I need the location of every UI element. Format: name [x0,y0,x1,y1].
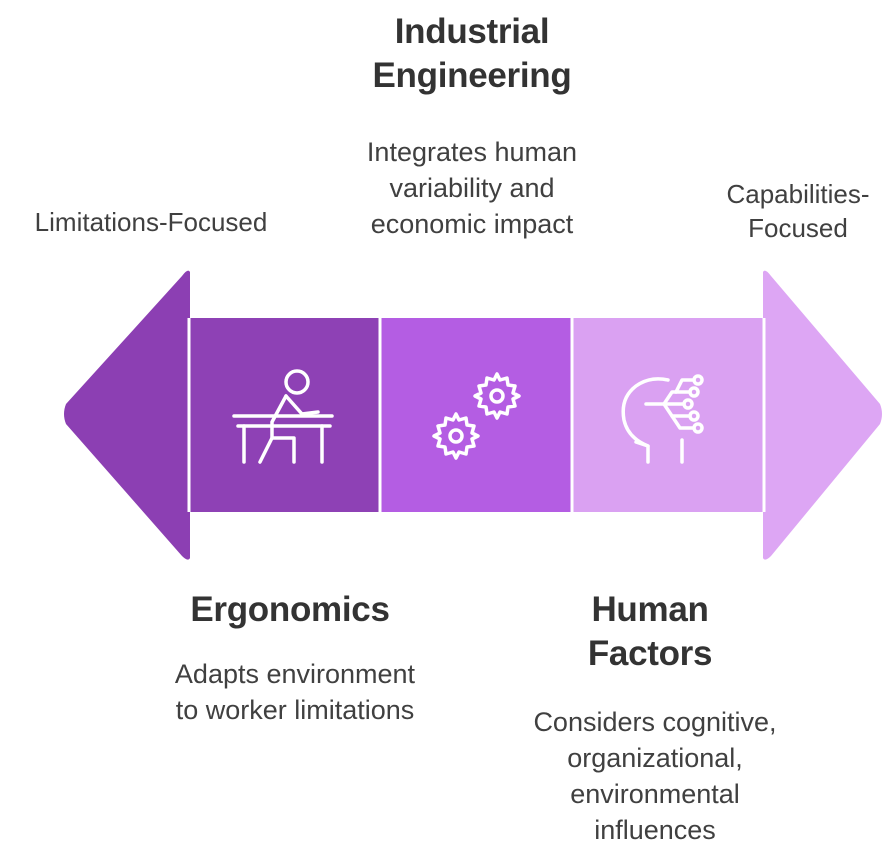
ergonomics-description: Adapts environment to worker limitations [174,659,416,725]
gears-icon [432,372,521,460]
left-arrow-head [64,270,190,560]
limitations-focused-label: Limitations-Focused [34,207,268,237]
human-factors-title: Human Factors [587,590,713,673]
head-network-icon [621,374,704,464]
industrial-engineering-title: Industrial Engineering [372,12,572,95]
industrial-engineering-block [380,318,572,512]
ergonomics-title: Ergonomics [190,590,390,629]
human-factors-block [572,318,765,512]
human-factors-description: Considers cognitive, organizational, env… [533,707,777,845]
person-at-desk-icon [232,369,334,464]
capabilities-focused-label: Capabilities- Focused [726,179,870,243]
right-arrow-head [763,270,882,560]
industrial-engineering-description: Integrates human variability and economi… [366,137,578,239]
